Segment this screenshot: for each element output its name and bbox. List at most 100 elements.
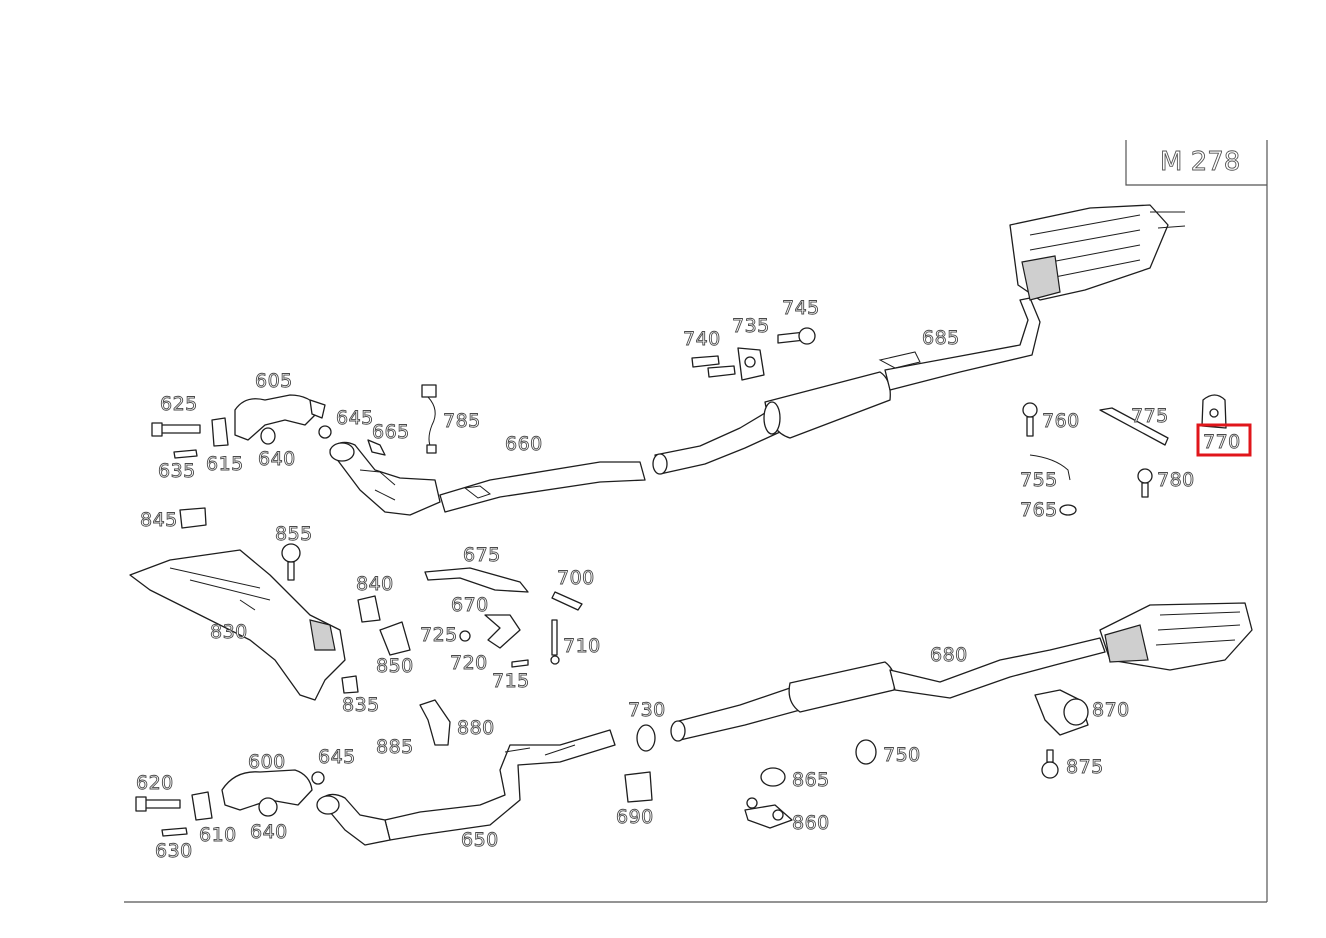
upper-catalytic-converter	[329, 441, 441, 516]
part-label-830[interactable]: 830	[210, 621, 248, 644]
nut-645-lower	[311, 771, 325, 785]
part-label-735[interactable]: 735	[732, 315, 770, 338]
part-label-785[interactable]: 785	[443, 410, 481, 433]
part-label-645-lower[interactable]: 645	[318, 746, 356, 769]
part-label-765[interactable]: 765	[1020, 499, 1058, 522]
stud-635	[173, 449, 198, 459]
upper-rear-muffler	[1009, 204, 1186, 301]
part-label-860[interactable]: 860	[792, 812, 830, 835]
part-label-710[interactable]: 710	[563, 635, 601, 658]
lower-middle-pipe	[670, 687, 801, 742]
part-label-875[interactable]: 875	[1066, 756, 1104, 779]
clamp-700	[551, 591, 583, 611]
bolt-710	[550, 619, 560, 665]
part-labels: 605 625 645 665 785 660 635 615 640 740 …	[136, 297, 1241, 863]
part-label-780[interactable]: 780	[1157, 469, 1195, 492]
part-label-775[interactable]: 775	[1131, 405, 1169, 428]
bracket-835	[341, 675, 359, 694]
selected-part-highlight	[1196, 423, 1252, 457]
part-label-610[interactable]: 610	[199, 824, 237, 847]
part-label-625[interactable]: 625	[160, 393, 198, 416]
part-label-840[interactable]: 840	[356, 573, 394, 596]
lower-front-pipe-650	[384, 729, 616, 841]
part-label-660[interactable]: 660	[505, 433, 543, 456]
bracket-845	[179, 507, 207, 529]
upper-middle-silencer	[763, 371, 891, 439]
nut-645	[318, 425, 332, 439]
bracket-860	[744, 797, 793, 829]
part-label-605[interactable]: 605	[255, 370, 293, 393]
part-label-620[interactable]: 620	[136, 772, 174, 795]
clip-755	[1029, 454, 1071, 481]
part-label-720[interactable]: 720	[450, 652, 488, 675]
bolt-780	[1137, 468, 1153, 498]
bolt-715	[511, 659, 529, 668]
bracket-690	[624, 771, 653, 803]
clamp-730	[636, 724, 656, 752]
part-label-670[interactable]: 670	[451, 594, 489, 617]
upper-middle-pipe	[652, 409, 781, 475]
crossmember-830	[129, 549, 346, 701]
bracket-775	[1099, 407, 1169, 446]
nut-765	[1059, 504, 1077, 516]
part-label-700[interactable]: 700	[557, 567, 595, 590]
upper-exhaust-pipe-660	[439, 461, 646, 513]
part-label-855[interactable]: 855	[275, 523, 313, 546]
part-label-730[interactable]: 730	[628, 699, 666, 722]
part-label-640-lower[interactable]: 640	[250, 821, 288, 844]
part-label-880[interactable]: 880	[457, 717, 495, 740]
part-label-615[interactable]: 615	[206, 453, 244, 476]
lower-catalytic-converter	[316, 793, 391, 846]
clamp-750	[855, 739, 877, 765]
part-label-645[interactable]: 645	[336, 407, 374, 430]
part-label-650[interactable]: 650	[461, 829, 499, 852]
bolt-740	[691, 355, 736, 378]
part-label-845[interactable]: 845	[140, 509, 178, 532]
stud-630	[161, 827, 188, 837]
part-label-750[interactable]: 750	[883, 744, 921, 767]
bolt-760	[1022, 402, 1038, 437]
manifold-600	[221, 769, 313, 811]
part-label-630[interactable]: 630	[155, 840, 193, 863]
bracket-850	[379, 621, 411, 656]
rubber-725	[459, 630, 471, 642]
part-label-665[interactable]: 665	[372, 421, 410, 444]
tailpipe-870	[1034, 689, 1089, 736]
part-label-600[interactable]: 600	[248, 751, 286, 774]
upper-rear-pipe-685	[878, 297, 1041, 391]
part-label-635[interactable]: 635	[158, 460, 196, 483]
part-label-755[interactable]: 755	[1020, 469, 1058, 492]
part-label-760[interactable]: 760	[1042, 410, 1080, 433]
bolt-745	[777, 327, 816, 345]
rubber-mount-735	[737, 347, 765, 381]
diagram-frame: M 278	[124, 140, 1268, 903]
bolt-875	[1041, 749, 1059, 779]
part-label-715[interactable]: 715	[492, 670, 530, 693]
part-label-675[interactable]: 675	[463, 544, 501, 567]
oxygen-sensor-785	[421, 384, 437, 454]
part-label-835[interactable]: 835	[342, 694, 380, 717]
bracket-675	[424, 567, 529, 593]
part-label-870[interactable]: 870	[1092, 699, 1130, 722]
part-label-680[interactable]: 680	[930, 644, 968, 667]
gasket-610	[191, 791, 213, 821]
gasket-615	[211, 417, 229, 447]
part-label-640[interactable]: 640	[258, 448, 296, 471]
part-label-725[interactable]: 725	[420, 624, 458, 647]
part-label-690[interactable]: 690	[616, 806, 654, 829]
part-label-770[interactable]: 770	[1203, 431, 1241, 454]
part-label-885[interactable]: 885	[376, 736, 414, 759]
sleeve-640	[260, 427, 276, 445]
sensor-880	[419, 699, 451, 746]
part-label-745[interactable]: 745	[782, 297, 820, 320]
bolt-620	[135, 796, 181, 812]
sleeve-640-lower	[258, 797, 278, 817]
part-label-740[interactable]: 740	[683, 328, 721, 351]
bracket-840	[357, 595, 381, 623]
bolt-855	[281, 543, 301, 581]
part-label-685[interactable]: 685	[922, 327, 960, 350]
part-label-850[interactable]: 850	[376, 655, 414, 678]
nut-865	[760, 767, 786, 787]
part-label-865[interactable]: 865	[792, 769, 830, 792]
